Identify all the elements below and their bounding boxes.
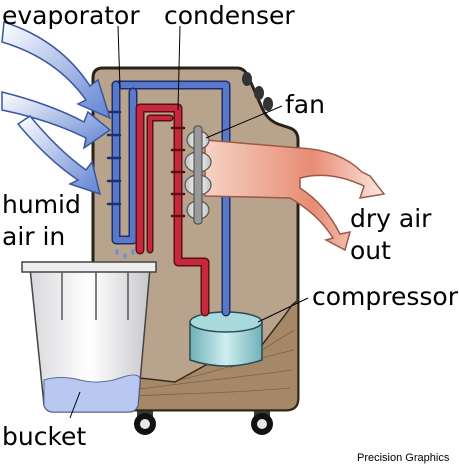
label-fan: fan [285,90,325,119]
condenser-coil [135,103,210,317]
dry-air-out-arrow [204,139,386,252]
humid-air-in-arrows [1,21,112,196]
label-bucket: bucket [2,422,87,451]
label-humid-line2: air in [2,222,66,251]
label-leader-lines [69,25,309,419]
label-dry-air-line2: out [350,236,391,265]
compressor-unit [189,311,263,367]
label-dry-air-line1: dry air [350,204,432,233]
label-evaporator: evaporator [2,1,140,30]
label-condenser: condenser [164,1,295,30]
control-knobs [242,72,273,111]
image-credit: Precision Graphics [357,452,450,464]
label-compressor: compressor [312,282,458,311]
evaporator-coil [106,80,231,317]
condensate-drops [115,249,135,259]
label-humid-line1: humid [2,190,81,219]
water-bucket [21,261,157,413]
fan [184,125,212,225]
